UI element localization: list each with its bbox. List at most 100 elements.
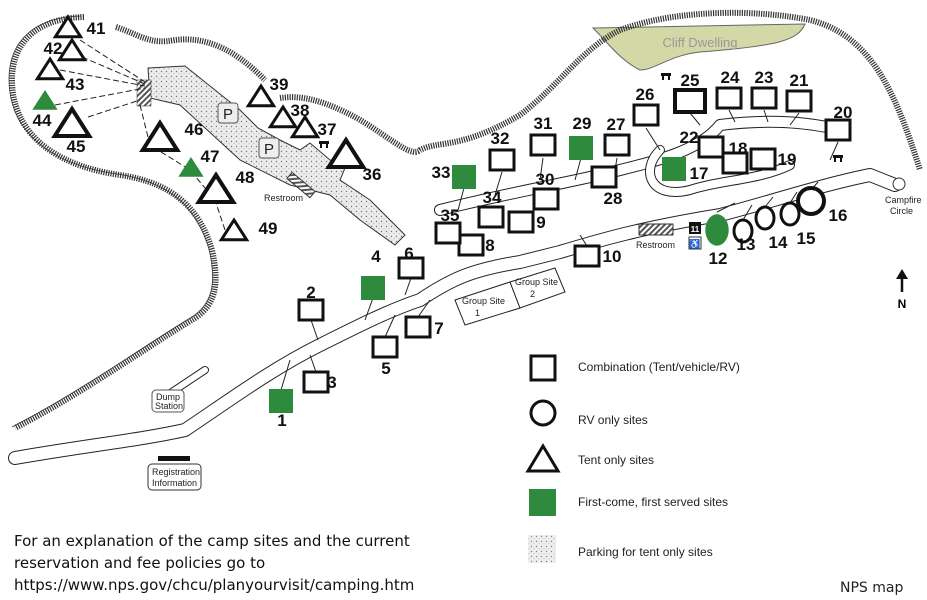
rv-site-icon xyxy=(754,205,776,231)
campsite-19[interactable]: 19 xyxy=(749,147,797,171)
campsite-36[interactable]: 36 xyxy=(325,136,382,184)
campsite-14[interactable]: 14 xyxy=(754,205,788,252)
campsite-9[interactable]: 9 xyxy=(507,210,546,234)
restroom-east: Restroom xyxy=(636,223,675,250)
campsite-number: 12 xyxy=(709,249,728,268)
campsite-number: 24 xyxy=(721,68,740,87)
campsite-47[interactable]: 47 xyxy=(178,147,219,177)
svg-text:N: N xyxy=(898,297,907,311)
campsite-38[interactable]: 38 xyxy=(267,101,309,129)
campsite-number: 20 xyxy=(834,103,853,122)
combination-site-icon xyxy=(824,118,852,142)
campsite-5[interactable]: 5 xyxy=(371,335,399,378)
campsite-20[interactable]: 20 xyxy=(824,103,853,142)
campsite-17[interactable]: 17 xyxy=(662,157,708,183)
campsite-32[interactable]: 32 xyxy=(488,129,516,172)
campsite-8[interactable]: 8 xyxy=(457,233,495,257)
site-spurs xyxy=(280,109,839,391)
campsite-44[interactable]: 44 xyxy=(32,90,58,130)
campsite-7[interactable]: 7 xyxy=(404,315,444,339)
campsite-25[interactable]: 25 xyxy=(673,71,707,114)
campsite-29[interactable]: 29 xyxy=(569,114,593,160)
campsite-31[interactable]: 31 xyxy=(529,114,557,157)
combination-site-icon xyxy=(488,148,516,172)
campsite-37[interactable]: 37 xyxy=(289,114,336,139)
campsite-13[interactable]: 13 xyxy=(732,218,755,254)
campsite-18[interactable]: 18 xyxy=(721,139,749,175)
legend-combination-icon xyxy=(529,354,557,382)
campsite-23[interactable]: 23 xyxy=(750,68,778,110)
campsite-16[interactable]: 16 xyxy=(796,186,847,225)
svg-text:11: 11 xyxy=(691,225,700,234)
svg-text:P: P xyxy=(264,141,274,158)
legend-first-come-icon xyxy=(529,489,556,516)
svg-text:1: 1 xyxy=(475,308,480,318)
rv-site-icon xyxy=(732,218,754,244)
campsite-number: 22 xyxy=(680,128,699,147)
tent-site-icon xyxy=(139,119,181,152)
svg-text:RV only sites: RV only sites xyxy=(578,413,648,427)
campsite-10[interactable]: 10 xyxy=(573,244,621,268)
campsite-41[interactable]: 41 xyxy=(52,14,106,39)
campsite-46[interactable]: 46 xyxy=(139,119,204,152)
campsite-number: 39 xyxy=(270,75,289,94)
campsite-6[interactable]: 6 xyxy=(397,244,425,280)
campsite-12[interactable]: 12 xyxy=(705,214,729,268)
campsite-35[interactable]: 35 xyxy=(434,206,462,245)
campsite-4[interactable]: 4 xyxy=(361,247,385,300)
campsite-number: 26 xyxy=(636,85,655,104)
campsite-3[interactable]: 3 xyxy=(302,370,337,394)
rv-site-icon xyxy=(779,201,801,227)
campsite-48[interactable]: 48 xyxy=(195,168,255,204)
campsite-number: 34 xyxy=(483,188,502,207)
tent-site-icon xyxy=(52,14,84,39)
group-site-1: Group Site 1 xyxy=(454,281,521,326)
campsite-28[interactable]: 28 xyxy=(590,165,622,208)
dump-station: Dump Station xyxy=(151,389,185,413)
combination-site-icon xyxy=(673,88,707,114)
campsite-49[interactable]: 49 xyxy=(218,217,277,242)
campsite-26[interactable]: 26 xyxy=(632,85,660,127)
campsite-15[interactable]: 15 xyxy=(779,201,815,248)
tent-site-icon xyxy=(289,114,321,139)
campsite-22[interactable]: 22 xyxy=(680,128,725,159)
campsite-number: 43 xyxy=(66,75,85,94)
campsite-number: 19 xyxy=(778,150,797,169)
campsite-24[interactable]: 24 xyxy=(715,68,743,110)
stairs xyxy=(136,79,152,107)
campsite-number: 27 xyxy=(607,115,626,134)
registration-information: Registration Information xyxy=(147,456,202,491)
campsite-number: 17 xyxy=(690,164,709,183)
accessible-site-11: 11 ♿ xyxy=(688,222,702,250)
restroom-west: Restroom xyxy=(264,171,316,203)
campsite-34[interactable]: 34 xyxy=(477,188,505,229)
campsite-30[interactable]: 30 xyxy=(532,170,560,211)
campsite-45[interactable]: 45 xyxy=(51,105,93,156)
combination-site-icon xyxy=(632,103,660,127)
campsite-number: 4 xyxy=(371,247,381,266)
campsite-number: 41 xyxy=(87,19,106,38)
combination-site-icon xyxy=(452,165,476,189)
combination-site-icon xyxy=(715,86,743,110)
campsite-number: 44 xyxy=(33,111,52,130)
tent-site-icon xyxy=(178,157,204,177)
footer-url[interactable]: https://www.nps.gov/chcu/planyourvisit/c… xyxy=(14,576,415,594)
parking-sign-2: P xyxy=(258,137,280,159)
tent-site-icon xyxy=(34,56,66,81)
campsite-39[interactable]: 39 xyxy=(245,75,289,108)
tent-site-icon xyxy=(218,217,250,242)
combination-site-icon xyxy=(721,151,749,175)
campsite-21[interactable]: 21 xyxy=(785,71,813,113)
table-icons xyxy=(319,73,843,162)
campsite-1[interactable]: 1 xyxy=(269,389,293,430)
campsite-27[interactable]: 27 xyxy=(603,115,631,157)
campsite-43[interactable]: 43 xyxy=(34,56,85,94)
campsite-33[interactable]: 33 xyxy=(432,163,476,189)
campsite-number: 25 xyxy=(681,71,700,90)
campsite-42[interactable]: 42 xyxy=(44,37,88,62)
combination-site-icon xyxy=(269,389,293,413)
campsite-2[interactable]: 2 xyxy=(297,283,325,322)
svg-text:Group Site: Group Site xyxy=(462,296,505,306)
campsite-number: 7 xyxy=(434,319,443,338)
